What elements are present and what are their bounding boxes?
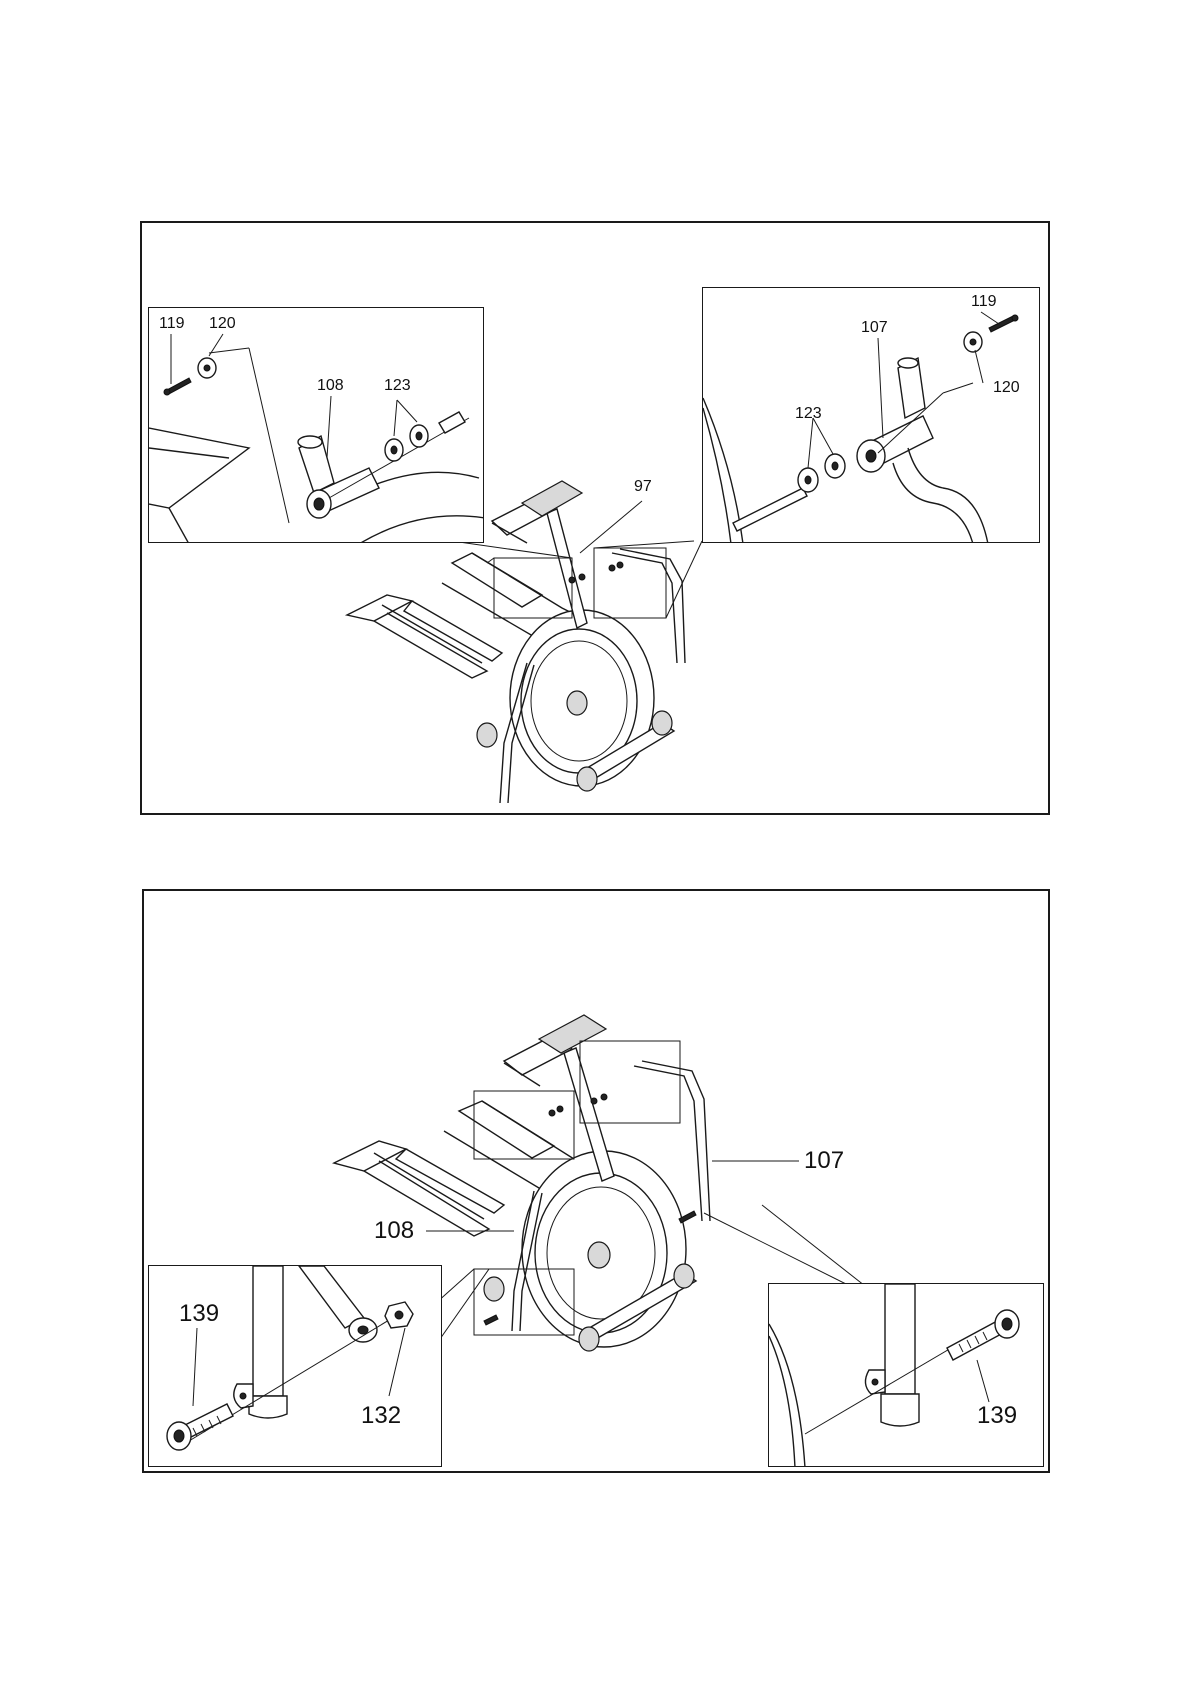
label-bolt: 139 xyxy=(977,1404,1017,1428)
label-upright: 97 xyxy=(634,479,652,495)
label-washer: 120 xyxy=(993,380,1020,396)
left-handlebar-detail-drawing xyxy=(149,308,484,543)
assembly-figure-top: 97 xyxy=(140,221,1050,815)
label-spacers: 123 xyxy=(795,406,822,422)
label-bolt: 139 xyxy=(179,1302,219,1326)
label-bolt: 119 xyxy=(971,294,997,310)
label-nut: 132 xyxy=(361,1404,401,1428)
detail-inset-bottom-left: 139 132 xyxy=(148,1265,442,1467)
label-handlebar: 107 xyxy=(861,320,888,336)
lower-pivot-detail-drawing xyxy=(149,1266,442,1467)
detail-inset-top-right: 119 107 120 123 xyxy=(702,287,1040,543)
assembly-figure-bottom: 107 108 xyxy=(142,889,1050,1473)
label-handlebar: 108 xyxy=(317,378,344,394)
label-spacers: 123 xyxy=(384,378,411,394)
label-right-handlebar: 107 xyxy=(804,1149,844,1173)
pivot-bolt-detail-drawing xyxy=(769,1284,1044,1467)
label-left-handlebar: 108 xyxy=(374,1219,414,1243)
label-bolt: 119 xyxy=(159,316,185,332)
detail-inset-bottom-right: 139 xyxy=(768,1283,1044,1467)
label-washer: 120 xyxy=(209,316,236,332)
detail-inset-top-left: 119 120 108 123 xyxy=(148,307,484,543)
